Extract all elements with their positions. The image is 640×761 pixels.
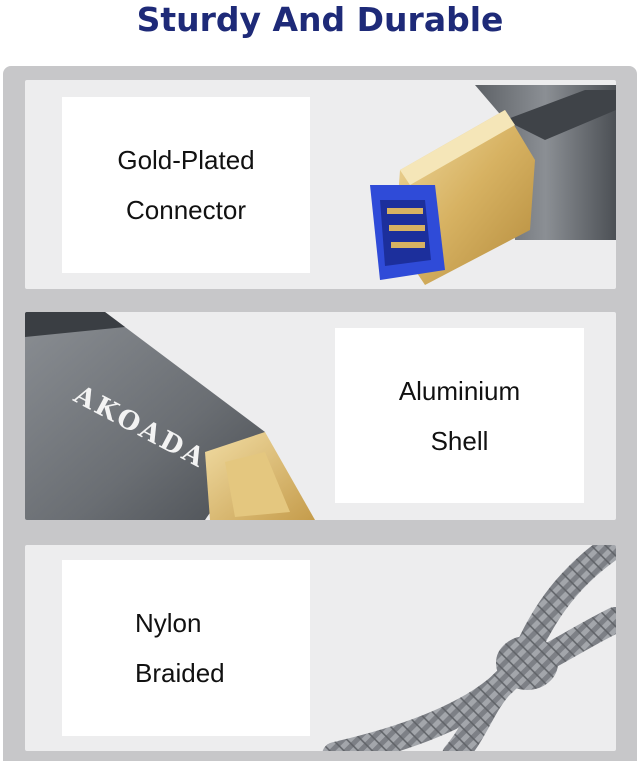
- feature-label-line2: Shell: [430, 425, 489, 456]
- braided-cable-icon: [322, 545, 616, 751]
- feature-card: Gold-Plated Connector: [62, 97, 310, 273]
- feature-label-line2: Connector: [126, 195, 246, 225]
- feature-panel-aluminium-shell: AKOADA Aluminium Shell: [25, 312, 616, 520]
- feature-label-line1: Gold-Plated: [117, 145, 255, 175]
- feature-label-line1: Nylon: [135, 608, 202, 638]
- feature-card: Aluminium Shell: [335, 328, 584, 503]
- feature-label-line2: Braided: [135, 658, 225, 688]
- feature-card: Nylon Braided: [62, 560, 310, 736]
- feature-label-line1: Aluminium: [398, 375, 521, 406]
- feature-panel-gold-connector: Gold-Plated Connector: [25, 80, 616, 289]
- page-title: Sturdy And Durable: [136, 0, 504, 39]
- usb-b-connector-gold-icon: [370, 85, 616, 285]
- aluminium-shell-icon: [25, 312, 315, 520]
- feature-panel-nylon-braided: Nylon Braided: [25, 545, 616, 751]
